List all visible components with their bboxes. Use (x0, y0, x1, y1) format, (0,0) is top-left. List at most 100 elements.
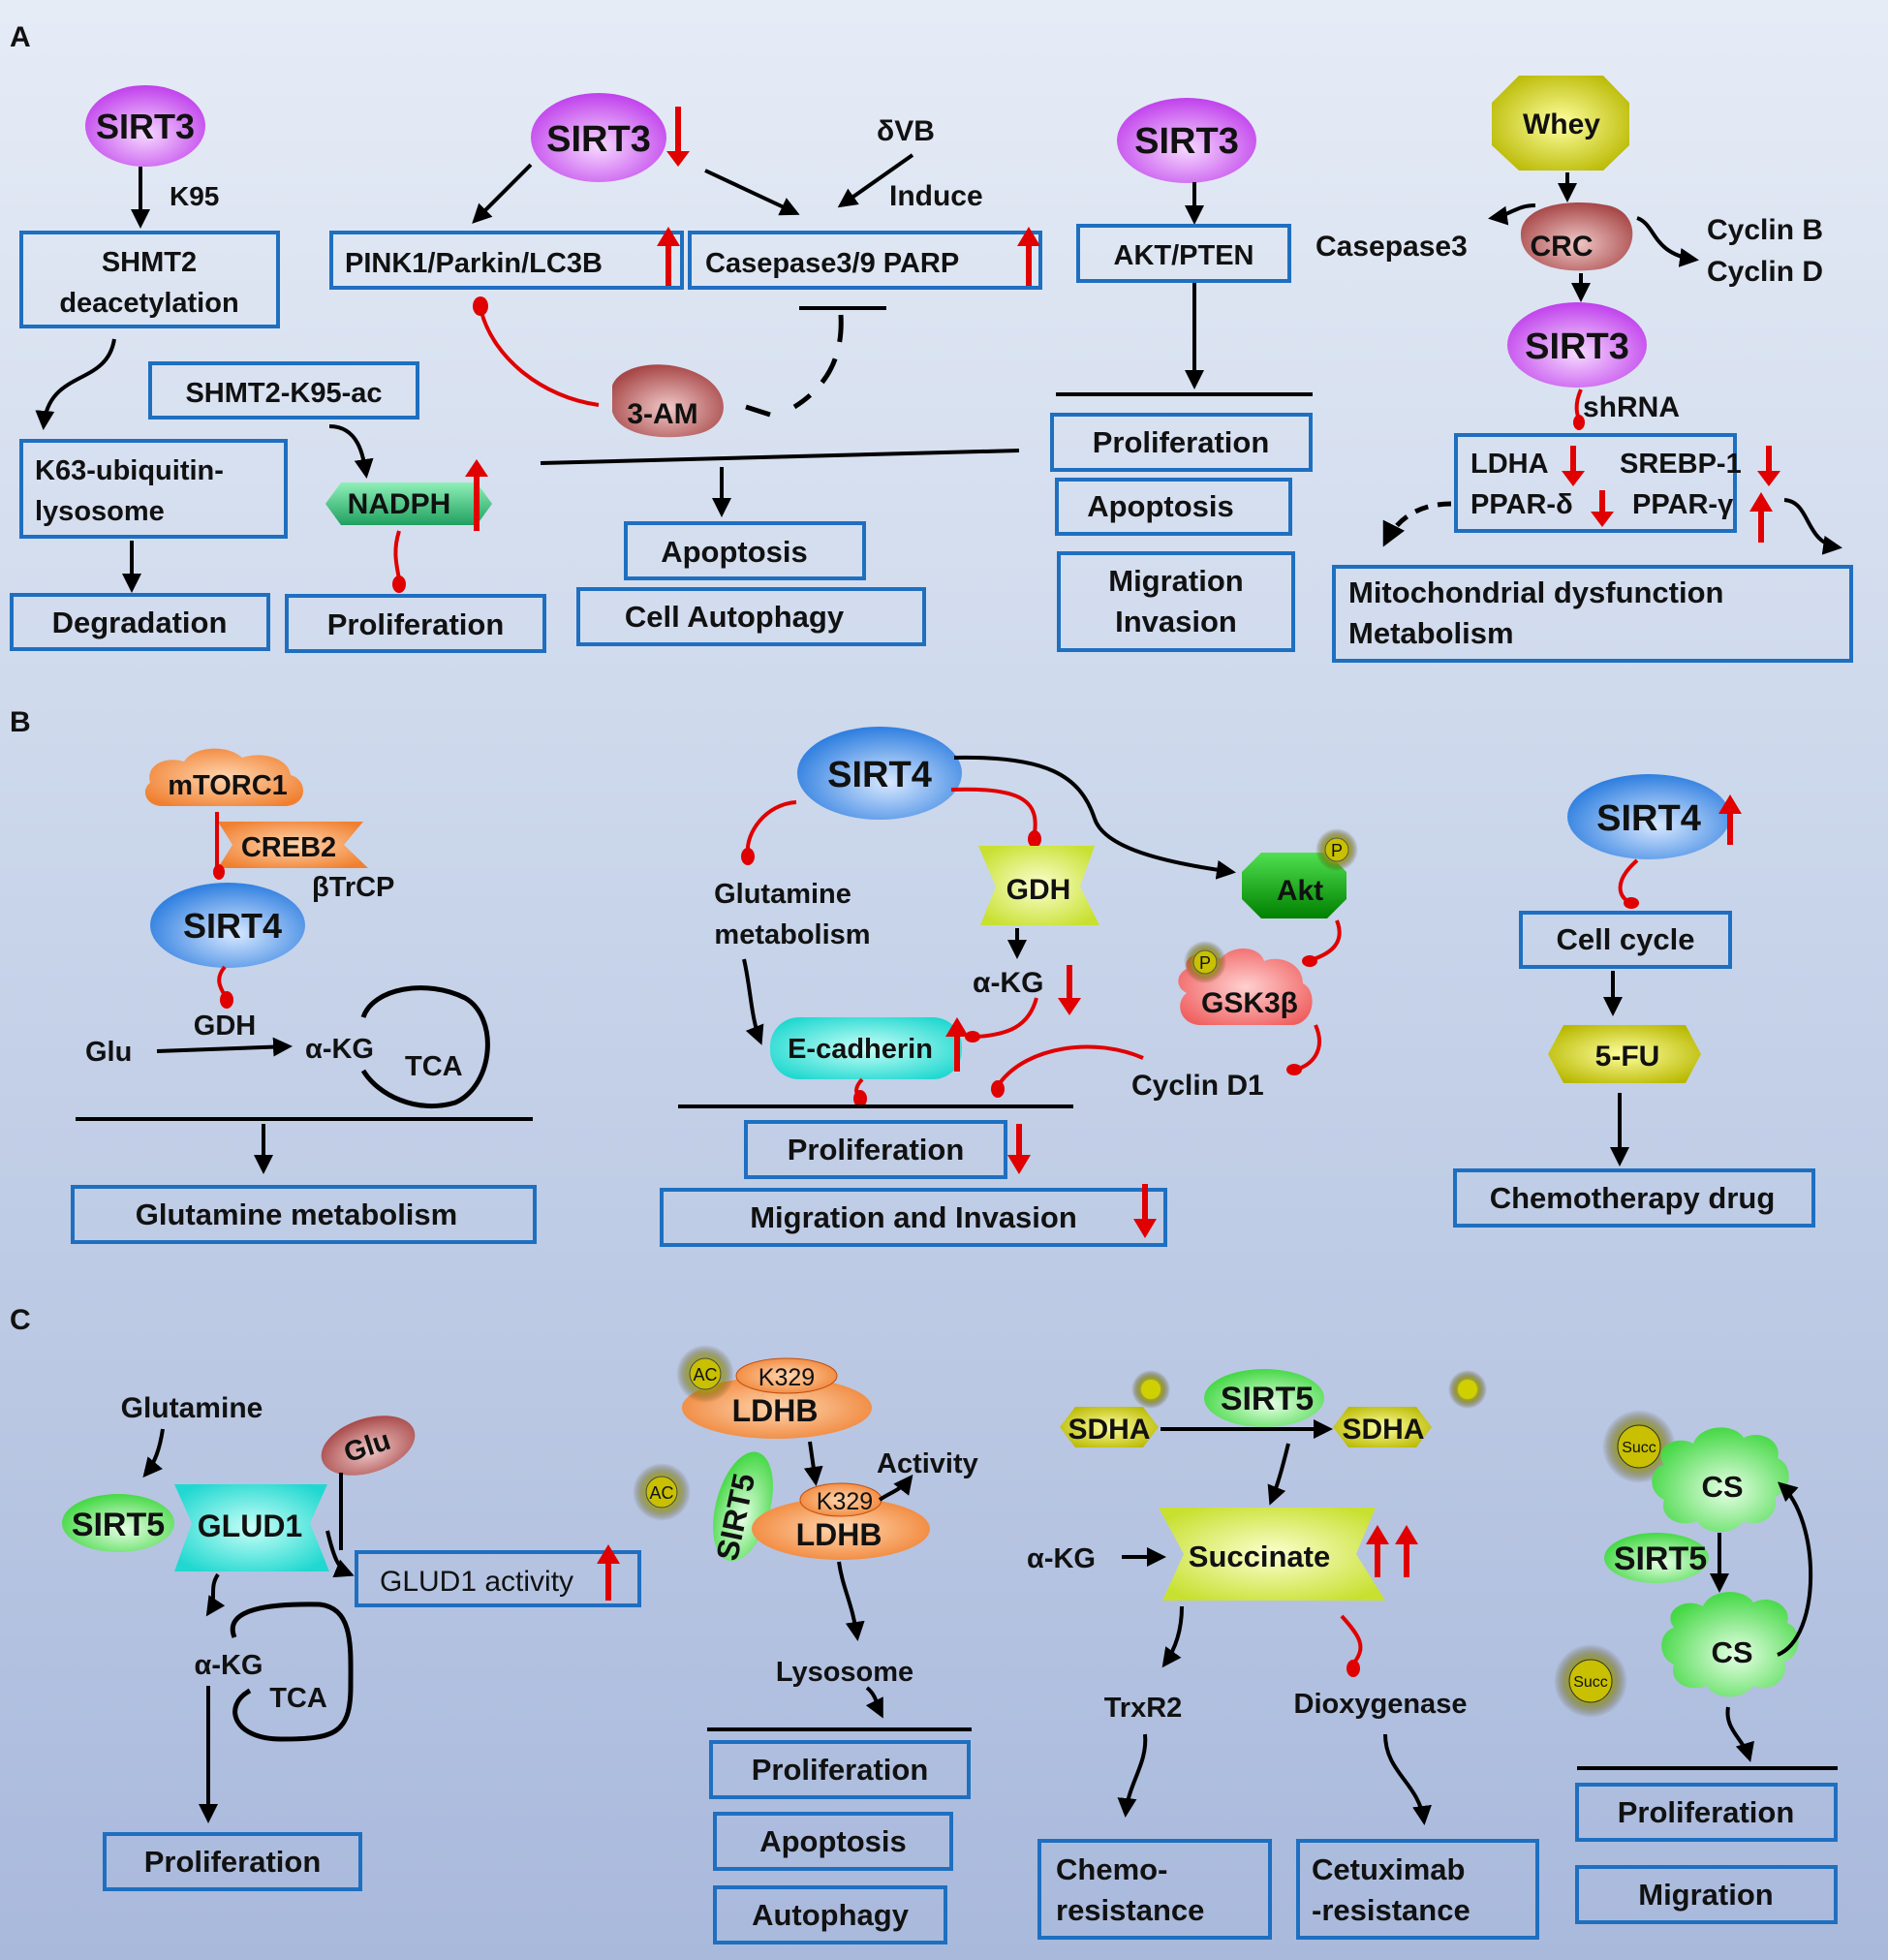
mito-label: Mitochondrial dysfunction (1348, 576, 1724, 609)
sirt5-node (62, 1494, 174, 1552)
succinate-node (1159, 1508, 1385, 1601)
migration-label: Migration (1638, 1878, 1774, 1912)
migration-invasion-label: Migration and Invasion (750, 1200, 1077, 1234)
creb2-label: CREB2 (241, 832, 336, 863)
arrow (742, 958, 764, 1045)
tca-label: TCA (269, 1683, 327, 1714)
trxr2-label: TrxR2 (1104, 1693, 1183, 1724)
arrow (1488, 203, 1536, 226)
glud1-label: GLUD1 (198, 1509, 302, 1543)
sirt3-label: SIRT3 (1134, 121, 1239, 162)
down-arrowhead (666, 151, 690, 167)
tca-cycle (360, 985, 490, 1109)
inhibition-line (1313, 919, 1342, 961)
inhibition-line (745, 800, 797, 854)
whey-node (1492, 76, 1629, 171)
tca-cycle (230, 1602, 354, 1742)
arrow (865, 1686, 883, 1719)
inhibition-end (965, 1031, 980, 1042)
ldhb-label: LDHB (732, 1393, 819, 1428)
apoptosis-box (624, 521, 866, 580)
k95-label: K95 (170, 181, 219, 211)
down-arrowhead (1058, 998, 1081, 1015)
autophagy-label: Cell Autophagy (625, 600, 845, 634)
inhibition-end (1346, 1660, 1360, 1677)
glutamine-label: Glutamine (121, 1392, 263, 1424)
apoptosis-label: Apoptosis (759, 1824, 907, 1858)
sdha-node (1060, 1407, 1159, 1447)
mtorc1-label: mTORC1 (168, 770, 288, 801)
glutamine-metabolism-box (71, 1185, 537, 1244)
down-arrowhead (1562, 471, 1585, 486)
arrow (878, 1474, 913, 1502)
arrow (1777, 1481, 1813, 1657)
chemotherapy-drug-label: Chemotherapy drug (1490, 1181, 1776, 1215)
mitochondrial-box (1332, 565, 1853, 663)
dashed-arrow (1382, 501, 1452, 547)
dioxygenase-label: Dioxygenase (1294, 1689, 1468, 1720)
ppar-g-label: PPAR-γ (1632, 489, 1734, 520)
3am-node (612, 364, 724, 438)
up-arrowhead (465, 459, 488, 477)
arrow (35, 338, 116, 430)
glu-label: Glu (85, 1037, 132, 1068)
down-arrowhead (1133, 1219, 1157, 1238)
k63-ubiquitin-box (19, 439, 288, 539)
creb2-node (218, 822, 368, 868)
inhibition-bar (540, 449, 1020, 465)
crc-label: CRC (1531, 231, 1594, 263)
sirt3-node (531, 93, 666, 182)
ldha-label: LDHA (1470, 449, 1549, 480)
metabolism-label: Metabolism (1348, 616, 1514, 650)
dashed-inhibition (792, 314, 844, 410)
migration-box (1057, 551, 1295, 652)
glud1-activity-box (355, 1550, 641, 1607)
glud1-activity-label: GLUD1 activity (380, 1566, 573, 1598)
k329-label: K329 (758, 1364, 815, 1391)
sirt3-node (85, 85, 205, 167)
proliferation-label: Proliferation (1618, 1795, 1795, 1829)
arrow (837, 153, 914, 208)
5fu-label: 5-FU (1595, 1041, 1660, 1073)
up-arrowhead (1017, 227, 1040, 246)
srebp-label: SREBP-1 (1620, 449, 1742, 480)
degradation-label: Degradation (52, 606, 228, 639)
cs-node (1661, 1592, 1799, 1697)
proliferation-label: Proliferation (752, 1753, 929, 1787)
cetux-label-2: -resistance (1312, 1893, 1470, 1927)
sirt5-label: SIRT5 (72, 1507, 165, 1543)
k63-label-2: lysosome (35, 496, 165, 527)
sdha-node (1333, 1407, 1432, 1447)
arrow (1117, 1733, 1148, 1818)
proliferation-box (285, 594, 546, 653)
ecadherin-node (770, 1017, 962, 1079)
succ-dot (1458, 1380, 1477, 1399)
arrow (953, 755, 1236, 880)
chemotherapy-drug-box (1453, 1168, 1815, 1228)
sirt4-node (797, 727, 962, 820)
ppar-d-label: PPAR-δ (1470, 489, 1573, 520)
migration-label: Migration (1108, 564, 1244, 598)
proliferation-label: Proliferation (1093, 425, 1270, 459)
sirt3-node (1507, 302, 1647, 388)
arrow (1267, 1443, 1290, 1506)
acetyl-dot (645, 1476, 678, 1509)
apoptosis-label: Apoptosis (661, 535, 808, 569)
degradation-box (10, 593, 270, 651)
autophagy-box (713, 1885, 947, 1944)
casepase-box (688, 231, 1042, 290)
arrow (1783, 498, 1842, 555)
arrow (205, 1572, 226, 1617)
3am-label: 3-AM (627, 398, 697, 430)
cs-label: CS (1711, 1635, 1752, 1669)
inhibition-line (1340, 1614, 1363, 1664)
glutamine-metabolism-label: Glutamine metabolism (136, 1198, 457, 1231)
inhibition-end (1573, 415, 1585, 430)
migration-box (1575, 1865, 1838, 1924)
akg-label: α-KG (973, 967, 1043, 999)
sirt4-label: SIRT4 (183, 906, 282, 946)
sirt5-label: SIRT5 (1614, 1540, 1707, 1577)
akt-pten-box (1076, 224, 1291, 283)
